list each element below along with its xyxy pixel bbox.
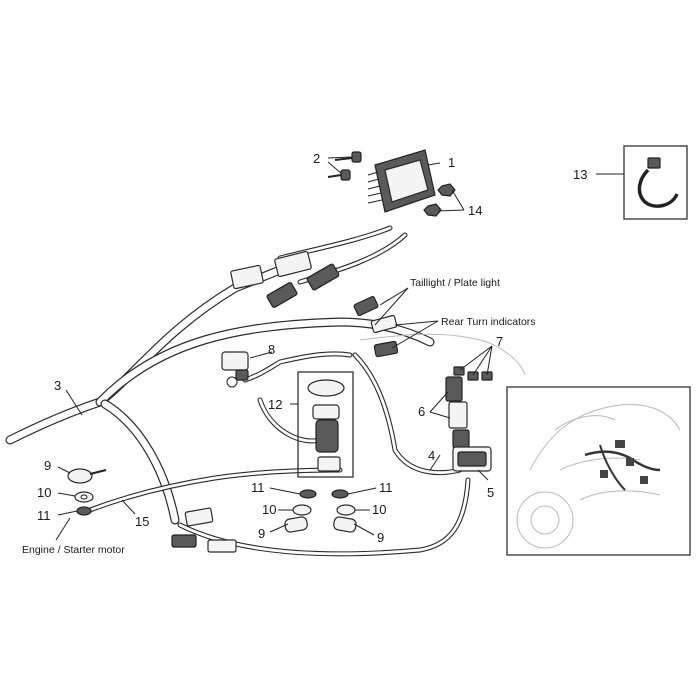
wire-8 [242,351,353,444]
annotation-rear-turn: Rear Turn indicators [441,316,536,328]
label-13: 13 [573,167,587,182]
label-7: 7 [496,334,503,349]
main-harness [5,265,435,525]
label-15: 15 [135,514,149,529]
center-terminal-hardware [284,489,357,533]
part-13-box [623,145,688,220]
label-8: 8 [268,342,275,357]
taillight-connectors [353,295,526,376]
label-6: 6 [418,404,425,419]
label-14: 14 [468,203,482,218]
nut-14a [437,183,456,197]
part-5-block [452,446,492,472]
label-11-center-left: 11 [251,480,265,495]
motorcycle-inset [506,386,691,556]
part-7-terminals [453,366,493,381]
part-6-connectors [445,376,470,449]
wire-15 [87,467,343,513]
label-9-left: 9 [44,458,51,473]
label-2: 2 [313,151,320,166]
left-terminal-hardware [67,468,107,516]
part-number-labels: 1 2 3 4 5 6 7 8 9 9 9 10 10 10 11 11 11 … [37,151,587,545]
label-9-right: 9 [377,530,384,545]
part-8 [221,351,249,388]
label-10-left: 10 [37,485,51,500]
screw-2b [327,169,351,181]
label-11-center-right: 11 [379,480,393,495]
label-11-left: 11 [37,508,51,523]
leader-lines [55,156,624,541]
annotation-taillight: Taillight / Plate light [410,277,500,289]
label-10-center-left: 10 [262,502,276,517]
connector-a [230,250,340,308]
text-annotations: Taillight / Plate light Rear Turn indica… [22,277,536,556]
nut-14b [423,203,442,217]
label-10-center-right: 10 [372,502,386,517]
label-1: 1 [448,155,455,170]
annotation-engine: Engine / Starter motor [22,544,125,556]
lower-connectors [171,507,237,553]
label-5: 5 [487,485,494,500]
label-9-bottom: 9 [258,526,265,541]
part-12-box [297,371,354,478]
regulator [367,149,436,213]
label-12: 12 [268,397,282,412]
label-3: 3 [54,378,61,393]
label-4: 4 [428,448,435,463]
